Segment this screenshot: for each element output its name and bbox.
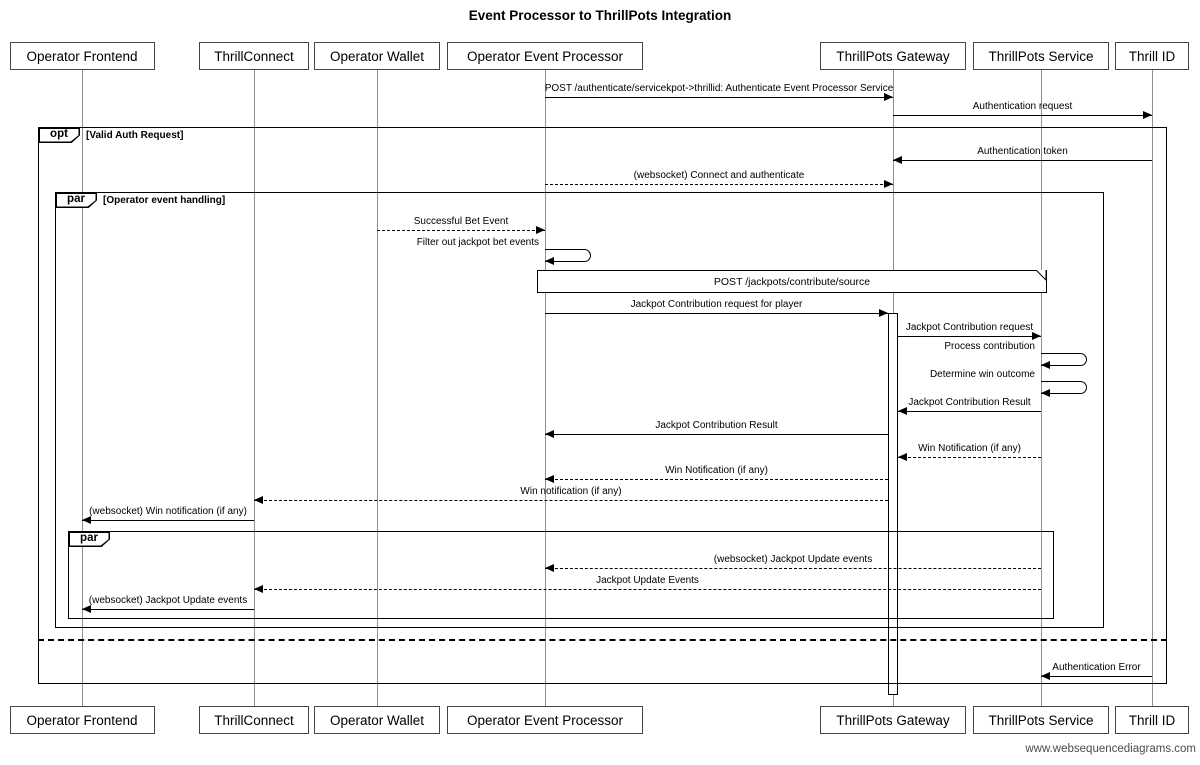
lifeline-thrillconnect [254,70,255,706]
actor-top-operator-wallet: Operator Wallet [314,42,440,70]
message-label-12: (websocket) Win notification (if any) [89,506,247,517]
self-arrowhead-0 [545,257,554,265]
lifeline-operator-wallet [377,70,378,706]
actor-top-operator-frontend: Operator Frontend [9,42,155,70]
arrowhead-5 [879,309,888,317]
arrowhead-14 [254,585,263,593]
note-box: POST /jackpots/contribute/source [537,270,1047,293]
message-line-2 [893,160,1152,161]
arrowhead-13 [545,564,554,572]
message-line-3 [545,184,893,185]
message-line-12 [82,520,254,521]
arrowhead-2 [893,156,902,164]
message-line-8 [545,434,888,435]
activation-bar-thrillpots-gateway [888,313,898,695]
frame-label-par-2: par [69,532,109,546]
self-arrowhead-1 [1041,361,1050,369]
message-line-0 [545,97,893,98]
frame-tab-par-2: par [68,531,110,547]
arrowhead-6 [1032,332,1041,340]
actor-bottom-operator-frontend: Operator Frontend [9,706,155,734]
actor-bottom-thrill-id: Thrill ID [1115,706,1189,734]
message-label-15: (websocket) Jackpot Update events [88,595,248,606]
actor-bottom-operator-event-processor: Operator Event Processor [447,706,643,734]
message-label-10: Win Notification (if any) [665,465,768,476]
self-message-loop-1 [1041,353,1087,366]
watermark-text: www.websequencediagrams.com [1025,743,1196,755]
actor-top-thrillpots-gateway: ThrillPots Gateway [820,42,966,70]
arrowhead-11 [254,496,263,504]
arrowhead-3 [884,180,893,188]
message-line-13 [545,568,1041,569]
arrowhead-10 [545,475,554,483]
frame-tab-opt-0: opt [38,127,80,143]
message-label-9: Win Notification (if any) [918,443,1021,454]
message-line-15 [82,609,254,610]
frame-condition-0: [Valid Auth Request] [86,130,184,141]
message-line-7 [898,411,1041,412]
message-line-14 [254,589,1041,590]
frame-label-opt-0: opt [39,128,79,142]
arrowhead-12 [82,516,91,524]
message-line-6 [898,336,1041,337]
actor-bottom-thrillpots-service: ThrillPots Service [973,706,1109,734]
self-message-label-0: Filter out jackpot bet events [416,237,539,248]
arrowhead-0 [884,93,893,101]
actor-top-thrillconnect: ThrillConnect [199,42,309,70]
message-line-10 [545,479,888,480]
diagram-title: Event Processor to ThrillPots Integratio… [468,8,732,23]
actor-bottom-thrillconnect: ThrillConnect [199,706,309,734]
message-label-1: Authentication request [972,101,1073,112]
frame-opt-0 [38,127,1167,684]
actor-top-thrill-id: Thrill ID [1115,42,1189,70]
frame-label-par-1: par [56,193,96,207]
message-label-5: Jackpot Contribution request for player [630,299,803,310]
arrowhead-8 [545,430,554,438]
message-line-16 [1041,676,1152,677]
message-line-5 [545,313,888,314]
frame-par-1 [55,192,1104,628]
actor-bottom-operator-wallet: Operator Wallet [314,706,440,734]
message-line-9 [898,457,1041,458]
frame-condition-1: [Operator event handling] [103,195,226,206]
lifeline-operator-frontend [82,70,83,706]
note-fold-icon [1036,270,1047,281]
actor-bottom-thrillpots-gateway: ThrillPots Gateway [820,706,966,734]
lifeline-thrill-id [1152,70,1153,706]
message-label-14: Jackpot Update Events [596,575,699,586]
arrowhead-1 [1143,111,1152,119]
message-label-16: Authentication Error [1052,662,1141,673]
actor-top-operator-event-processor: Operator Event Processor [447,42,643,70]
message-label-3: (websocket) Connect and authenticate [633,170,805,181]
message-label-7: Jackpot Contribution Result [908,397,1031,408]
self-message-label-2: Determine win outcome [929,369,1035,380]
arrowhead-15 [82,605,91,613]
message-line-4 [377,230,545,231]
message-label-11: Win notification (if any) [520,486,622,497]
arrowhead-16 [1041,672,1050,680]
arrowhead-4 [536,226,545,234]
frame-tab-par-1: par [55,192,97,208]
opt-divider [38,639,1167,641]
arrowhead-7 [898,407,907,415]
message-label-13: (websocket) Jackpot Update events [713,554,873,565]
frame-par-2 [68,531,1054,619]
message-label-2: Authentication token [977,146,1068,157]
self-message-loop-2 [1041,381,1087,394]
message-line-1 [893,115,1152,116]
message-label-4: Successful Bet Event [413,216,509,227]
actor-top-thrillpots-service: ThrillPots Service [973,42,1109,70]
arrowhead-9 [898,453,907,461]
message-label-0: POST /authenticate/servicekpot->thrillid… [544,83,894,94]
message-line-11 [254,500,888,501]
message-label-6: Jackpot Contribution request [905,322,1034,333]
message-label-8: Jackpot Contribution Result [655,420,778,431]
lifeline-operator-event-processor [545,70,546,706]
self-arrowhead-2 [1041,389,1050,397]
self-message-label-1: Process contribution [944,341,1035,352]
self-message-loop-0 [545,249,591,262]
